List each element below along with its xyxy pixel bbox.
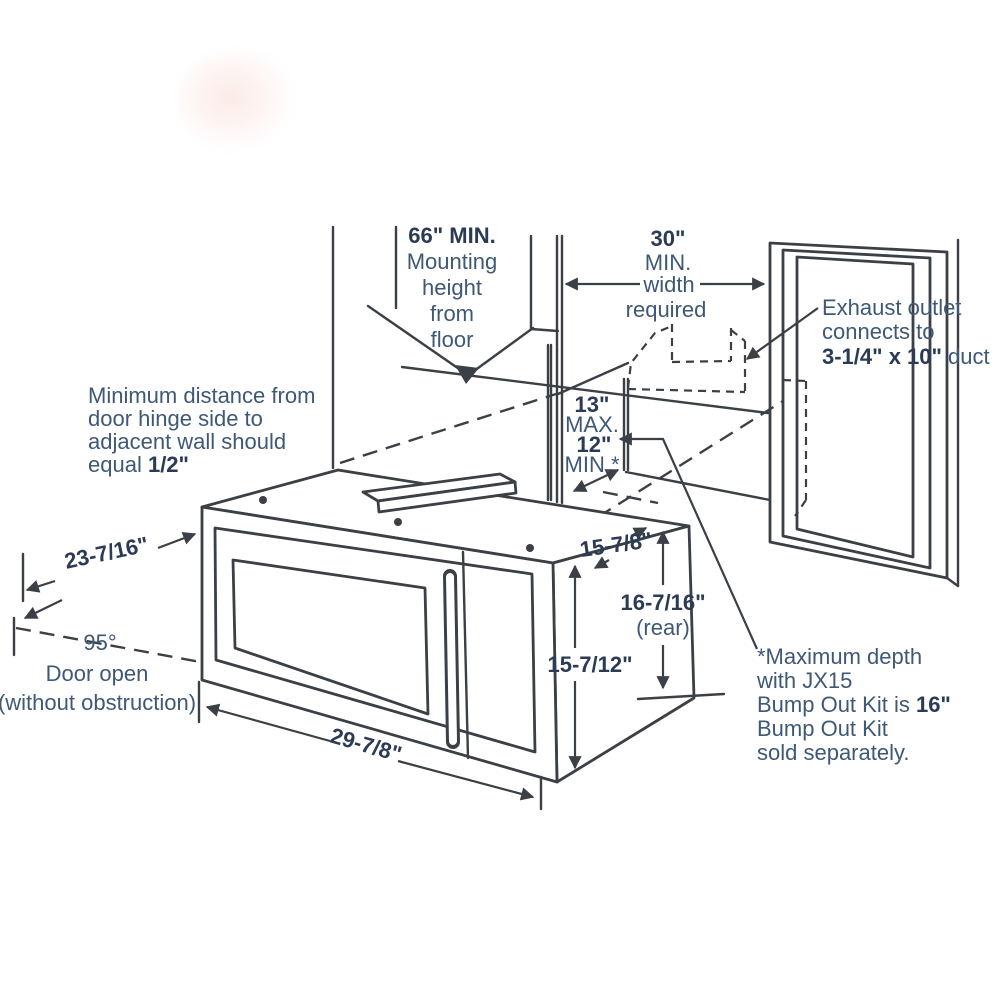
microwave-door-window — [231, 558, 430, 716]
exhaust-leader — [745, 307, 819, 360]
label-note-l1: *Maximum depth — [757, 644, 922, 669]
label-width-min: MIN. — [645, 250, 691, 275]
label-exhaust-l3: 3-1/4" x 10" duct — [822, 344, 990, 369]
duct-dashed-outline — [626, 324, 808, 517]
label-mounting-l2: Mounting — [407, 249, 498, 274]
label-note-l2: with JX15 — [756, 668, 852, 693]
upper-cabinet-lines — [331, 225, 772, 505]
label-note-l5: sold separately. — [757, 740, 909, 765]
label-mounting-l5: floor — [431, 327, 474, 352]
label-note-l4: Bump Out Kit — [757, 716, 888, 741]
label-width-value: 30" — [651, 226, 686, 251]
label-depth-max-value: 13" — [575, 392, 610, 417]
label-front-height: 15-7/12" — [547, 652, 632, 677]
label-mounting-l4: from — [430, 301, 474, 326]
label-width-word: width — [642, 272, 694, 297]
door-tip-arrow — [23, 599, 63, 619]
label-rear-height: 16-7/16" — [620, 590, 705, 615]
label-hinge-l1: Minimum distance from — [88, 383, 315, 408]
label-depth-max-word: MAX. — [565, 412, 619, 437]
label-exhaust-l1: Exhaust outlet — [822, 295, 961, 320]
screw-dot — [526, 544, 534, 552]
duct-size-value: 3-1/4" x 10" — [822, 344, 942, 369]
depth-diagonal-arrow — [572, 469, 620, 492]
screw-dot — [394, 518, 402, 526]
right-wall-panel — [768, 238, 960, 588]
scan-artifact-blob — [178, 52, 296, 152]
label-depth-min-word: MIN.* — [565, 452, 620, 477]
dimension-arrows — [21, 277, 819, 811]
bumpout-depth-value: 16" — [916, 692, 951, 717]
label-mounting-l3: height — [422, 275, 482, 300]
label-depth-min-value: 12" — [577, 432, 612, 457]
label-width-required: required — [626, 297, 707, 322]
label-obstruction: (without obstruction) — [0, 690, 196, 715]
rear-height-tick — [636, 692, 726, 701]
label-rear-word: (rear) — [636, 615, 690, 640]
vent-slab-side — [376, 480, 518, 514]
mounting-height-value: 66" — [408, 223, 443, 248]
label-door-projection: 23-7/16" — [62, 532, 150, 574]
label-note-l3: Bump Out Kit is 16" — [757, 692, 951, 717]
label-mounting-height: 66" MIN. — [408, 223, 495, 248]
label-hinge-l2: door hinge side to — [88, 406, 263, 431]
hinge-gap-value: 1/2" — [148, 452, 189, 477]
label-hinge-l3: adjacent wall should — [88, 429, 286, 454]
screw-dot — [259, 496, 267, 504]
depth-leader — [618, 432, 759, 650]
label-door-open: Door open — [46, 661, 149, 686]
label-door-angle: 95° — [83, 630, 116, 655]
mounting-height-pointer-arrow — [366, 304, 535, 384]
funnel-arrowhead — [455, 365, 479, 384]
microwave-body — [200, 468, 696, 784]
hidden-dashed-lines — [12, 392, 784, 663]
microwave-front-face — [200, 505, 559, 784]
microwave-door-outline — [213, 526, 537, 754]
label-exhaust-l2: connects to — [822, 319, 935, 344]
door-right-edge — [461, 550, 470, 760]
label-hinge-l4: equal 1/2" — [88, 452, 189, 477]
